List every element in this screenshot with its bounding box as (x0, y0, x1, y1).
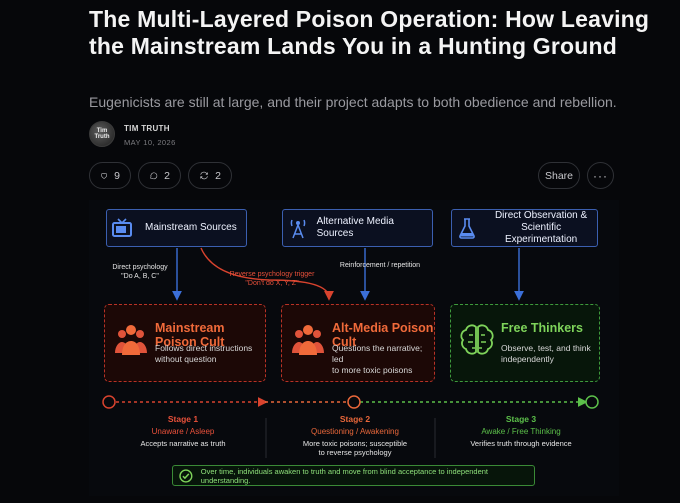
label-reverse-line1: Reverse psychology trigger (229, 271, 315, 278)
source-label-line2: Scientific Experimentation (504, 222, 578, 245)
author-name[interactable]: TIM TRUTH (124, 124, 170, 133)
comment-button[interactable]: 2 (138, 162, 181, 189)
stage-desc-line2: to reverse psychology (318, 448, 392, 457)
arrow-reverse (200, 247, 334, 301)
check-circle-icon (179, 468, 193, 483)
post-title: The Multi-Layered Poison Operation: How … (89, 6, 650, 59)
summary-banner: Over time, individuals awaken to truth a… (172, 465, 535, 486)
timeline-node-1 (102, 395, 116, 409)
group-altmedia-cult: Alt-Media Poison Cult Questions the narr… (281, 304, 435, 382)
group-mainstream-cult: Mainstream Poison Cult Follows direct in… (104, 304, 266, 382)
label-reinforce: Reinforcement / repetition (339, 262, 421, 269)
source-label: Mainstream Sources (145, 222, 237, 233)
source-label-line1: Direct Observation & (494, 210, 588, 221)
source-label: Alternative Media Sources (316, 216, 394, 239)
stage-3: Stage 3 Awake / Free Thinking Verifies t… (441, 414, 601, 448)
group-desc: Questions the narrative; led to more tox… (332, 343, 434, 376)
group-title: Mainstream Poison Cult (155, 321, 225, 349)
group-title: Alt-Media Poison Cult (332, 321, 434, 349)
label-reverse-line2: "Don't do X, Y, Z" (245, 280, 299, 287)
post-date: MAY 10, 2026 (124, 138, 176, 147)
infographic: Mainstream Sources Alternative Media Sou… (89, 200, 619, 496)
label-reverse: Reverse psychology trigger "Don't do X, … (217, 270, 327, 288)
share-button[interactable]: Share (538, 162, 580, 189)
group-desc: Observe, test, and think independently (501, 343, 591, 365)
stage-state: Questioning / Awakening (311, 427, 399, 436)
group-desc: Follows direct instructions without ques… (155, 343, 252, 365)
summary-text: Over time, individuals awaken to truth a… (200, 466, 489, 485)
group-free-thinkers: Free Thinkers Observe, test, and think i… (450, 304, 600, 382)
stage-desc: Accepts narrative as truth (140, 439, 226, 448)
label-direct: Direct psychology "Do A, B, C" (105, 263, 175, 281)
restack-icon (200, 171, 208, 180)
stage-1: Stage 1 Unaware / Asleep Accepts narrati… (103, 414, 263, 448)
source-mainstream: Mainstream Sources (106, 209, 247, 247)
group-desc-line2: independently (501, 354, 554, 364)
author-avatar[interactable]: Tim Truth (89, 121, 115, 147)
restack-button[interactable]: 2 (188, 162, 232, 189)
timeline-node-2 (347, 395, 361, 409)
source-alternative: Alternative Media Sources (282, 209, 433, 247)
source-observation: Direct Observation & Scientific Experime… (451, 209, 598, 247)
comment-icon (150, 172, 158, 180)
stage-title: Stage 1 (167, 414, 199, 424)
stage-state: Unaware / Asleep (151, 427, 215, 436)
stage-2: Stage 2 Questioning / Awakening More tox… (275, 414, 435, 457)
group-desc-line1: Questions the narrative; led (332, 343, 423, 364)
stage-title: Stage 3 (505, 414, 537, 424)
avatar-text: Tim Truth (94, 128, 110, 140)
tv-icon (112, 218, 132, 237)
stage-title: Stage 2 (339, 414, 371, 424)
like-button[interactable]: 9 (89, 162, 131, 189)
group-desc-line2: to more toxic poisons (332, 365, 413, 375)
label-direct-line1: Direct psychology (112, 264, 168, 271)
group-desc-line1: Observe, test, and think (501, 343, 591, 353)
heart-icon (101, 173, 108, 179)
group-desc-line2: without question (155, 354, 217, 364)
restack-count: 2 (215, 169, 221, 182)
more-options-button[interactable]: ··· (587, 162, 614, 189)
stage-desc: More toxic poisons; susceptible to rever… (275, 439, 435, 457)
label-direct-line2: "Do A, B, C" (121, 273, 159, 280)
flask-icon (458, 218, 475, 239)
people-icon (115, 325, 147, 355)
post-subtitle: Eugenicists are still at large, and thei… (89, 94, 617, 110)
brain-icon (460, 324, 494, 355)
comment-count: 2 (164, 169, 170, 182)
group-desc-line1: Follows direct instructions (155, 343, 253, 353)
diagram-arrows (102, 247, 599, 458)
stage-desc-line1: More toxic poisons; susceptible (302, 439, 408, 448)
like-count: 9 (114, 169, 120, 182)
stage-desc: Verifies truth through evidence (470, 439, 572, 448)
stage-state: Awake / Free Thinking (481, 427, 561, 436)
people-icon (292, 325, 324, 355)
timeline-node-3 (585, 395, 599, 409)
group-title: Free Thinkers (501, 321, 583, 335)
antenna-icon (290, 219, 306, 239)
